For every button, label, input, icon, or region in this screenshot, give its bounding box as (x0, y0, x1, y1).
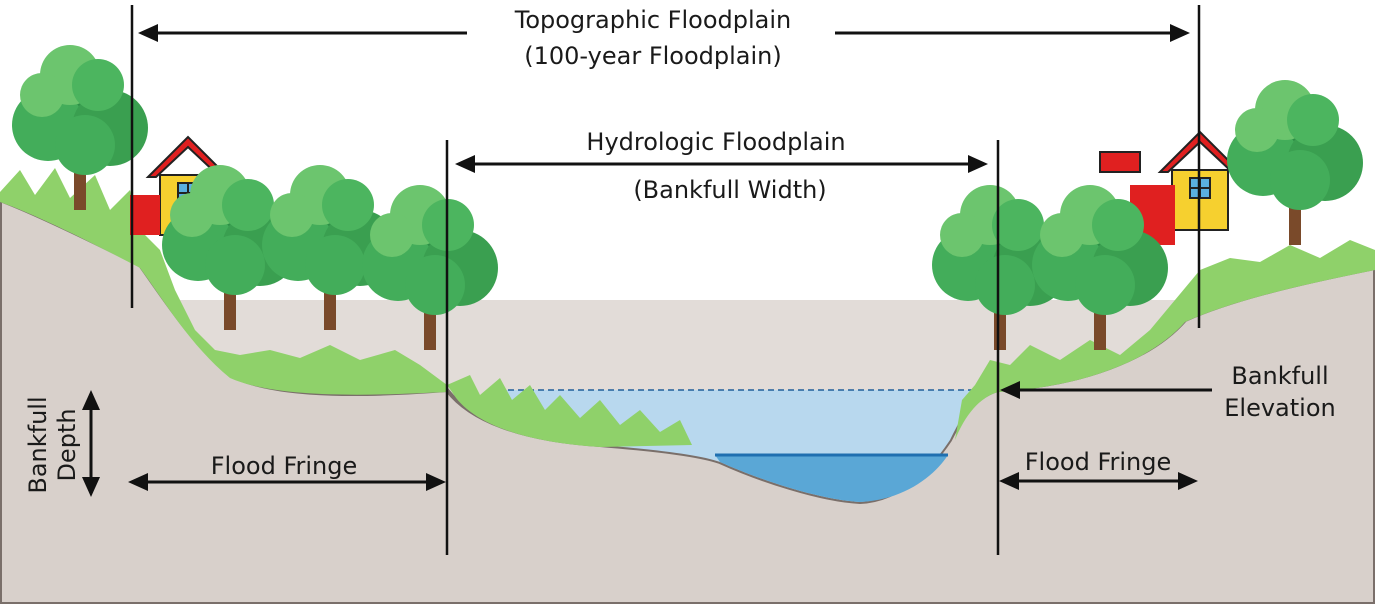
topographic-arrow-left (138, 24, 467, 42)
grass-channel (447, 375, 692, 447)
bankfull-depth-label-line2: Depth (53, 408, 81, 481)
hydrologic-arrow (455, 155, 988, 173)
grass-left (0, 168, 447, 395)
hydrologic-label-line2: (Bankfull Width) (633, 176, 826, 204)
flood-fringe-left-arrow (128, 473, 446, 491)
topographic-label-line2: (100-year Floodplain) (524, 42, 782, 70)
bankfull-depth-label-line1: Bankfull (24, 396, 52, 493)
bankfull-depth-label: Bankfull Depth (24, 396, 81, 493)
bankfull-elevation-arrow (1000, 381, 1212, 399)
bankfull-elevation-label-line1: Bankfull (1231, 362, 1328, 390)
hydrologic-label-line1: Hydrologic Floodplain (586, 128, 845, 156)
bankfull-depth-arrow (82, 390, 100, 497)
house-right-chimney (1099, 151, 1141, 173)
topographic-arrow-right (835, 24, 1190, 42)
house-left-porch (130, 195, 160, 235)
tree-left-1 (12, 45, 148, 210)
grass-right (955, 240, 1375, 440)
flood-fringe-right-label: Flood Fringe (1025, 448, 1172, 476)
flood-fringe-right-arrow (999, 472, 1198, 490)
flood-fringe-left-label: Flood Fringe (211, 452, 358, 480)
channel-water (715, 455, 948, 502)
bankfull-elevation-label-line2: Elevation (1224, 394, 1335, 422)
topographic-label-line1: Topographic Floodplain (514, 6, 792, 34)
